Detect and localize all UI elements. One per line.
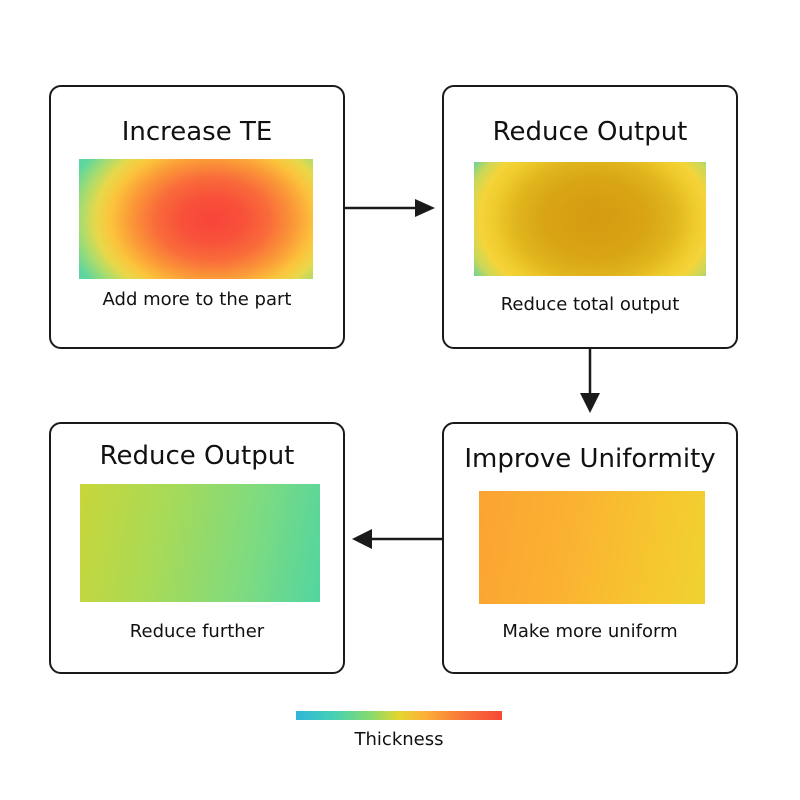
panel-title: Reduce Output: [99, 441, 295, 471]
thickness-heatmap: [479, 491, 705, 604]
panel-reduce-output: Reduce Output Reduce total output: [442, 85, 738, 349]
legend-label: Thickness: [354, 729, 444, 750]
panel-reduce-output-further: Reduce Output Reduce further: [49, 422, 345, 674]
thickness-heatmap: [79, 159, 313, 279]
arrow-down-icon: [580, 349, 600, 413]
arrow-right-icon: [345, 199, 435, 217]
thickness-heatmap: [474, 162, 706, 276]
thickness-heatmap: [80, 484, 320, 602]
panel-caption: Reduce further: [129, 621, 265, 642]
panel-title: Reduce Output: [492, 117, 688, 147]
panel-title: Improve Uniformity: [464, 444, 716, 474]
panel-increase-te: Increase TE Add more to the part: [49, 85, 345, 349]
panel-improve-uniformity: Improve Uniformity Make more uniform: [442, 422, 738, 674]
panel-title: Increase TE: [121, 117, 273, 147]
panel-caption: Reduce total output: [500, 294, 680, 315]
thickness-color-scale: [296, 711, 502, 720]
arrow-left-icon: [352, 529, 442, 549]
panel-caption: Make more uniform: [502, 621, 678, 642]
panel-caption: Add more to the part: [102, 289, 292, 310]
